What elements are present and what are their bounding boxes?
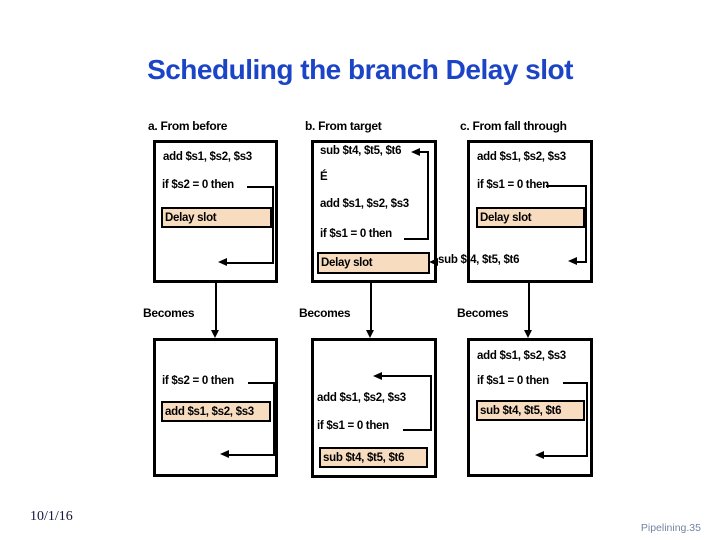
arrow-left-icon — [429, 258, 438, 266]
arrow-left-icon — [220, 450, 229, 458]
delay-slot-box: Delay slot — [476, 207, 585, 228]
flow-line — [215, 283, 217, 331]
connector-line — [404, 238, 429, 240]
connector-line — [430, 375, 432, 431]
instruction-line: if $s2 = 0 then — [162, 375, 234, 387]
connector-line — [247, 186, 274, 188]
delay-slot-box: sub $t4, $t5, $t6 — [319, 447, 428, 468]
connector-line — [563, 382, 588, 384]
connector-line — [381, 375, 432, 377]
delay-slot-box: Delay slot — [161, 207, 272, 228]
arrow-left-icon — [373, 372, 382, 380]
instruction-line: if $s1 = 0 then — [317, 420, 389, 432]
footer-page-number: Pipelining.35 — [640, 522, 701, 534]
instruction-line: sub $t4, $t5, $t6 — [320, 145, 402, 157]
becomes-label-c: Becomes — [457, 306, 509, 320]
connector-line — [543, 455, 588, 457]
flow-line — [528, 283, 530, 331]
instruction-line: add $s1, $s2, $s3 — [477, 151, 566, 163]
instruction-line: if $s2 = 0 then — [162, 179, 234, 191]
arrow-down-icon — [366, 330, 374, 338]
instruction-line: add $s1, $s2, $s3 — [317, 392, 406, 404]
column-header-b: b. From target — [305, 119, 382, 133]
column-header-a: a. From before — [148, 119, 228, 133]
connector-line — [226, 262, 272, 264]
ellipsis-line: É — [320, 171, 328, 183]
connector-line — [427, 151, 429, 240]
connector-line — [248, 382, 275, 384]
connector-line — [419, 151, 429, 153]
becomes-label-a: Becomes — [143, 306, 195, 320]
connector-line — [585, 185, 587, 263]
connector-line — [586, 382, 588, 457]
instruction-line: if $s1 = 0 then — [477, 375, 549, 387]
becomes-label-b: Becomes — [299, 306, 351, 320]
arrow-left-icon — [411, 148, 420, 156]
arrow-down-icon — [211, 330, 219, 338]
side-instruction-label: sub $t4, $t5, $t6 — [438, 254, 520, 266]
connector-line — [273, 382, 275, 456]
arrow-left-icon — [535, 451, 544, 459]
instruction-line: add $s1, $s2, $s3 — [163, 151, 252, 163]
connector-line — [576, 261, 587, 263]
connector-line — [228, 454, 275, 456]
arrow-left-icon — [218, 258, 227, 266]
connector-line — [272, 186, 274, 264]
instruction-line: add $s1, $s2, $s3 — [477, 350, 566, 362]
arrow-down-icon — [524, 330, 532, 338]
instruction-line: if $s1 = 0 then — [320, 228, 392, 240]
instruction-line: if $s1 = 0 then — [477, 179, 549, 191]
flow-line — [370, 283, 372, 331]
footer-date: 10/1/16 — [30, 509, 73, 524]
connector-line — [546, 185, 587, 187]
delay-slot-box: add $s1, $s2, $s3 — [161, 401, 271, 422]
instruction-line: add $s1, $s2, $s3 — [320, 198, 409, 210]
delay-slot-box: sub $t4, $t5, $t6 — [476, 400, 585, 421]
arrow-left-icon — [568, 257, 577, 265]
delay-slot-box: Delay slot — [317, 252, 430, 274]
connector-line — [403, 429, 432, 431]
column-header-c: c. From fall through — [460, 119, 567, 133]
slide-title: Scheduling the branch Delay slot — [147, 54, 573, 85]
